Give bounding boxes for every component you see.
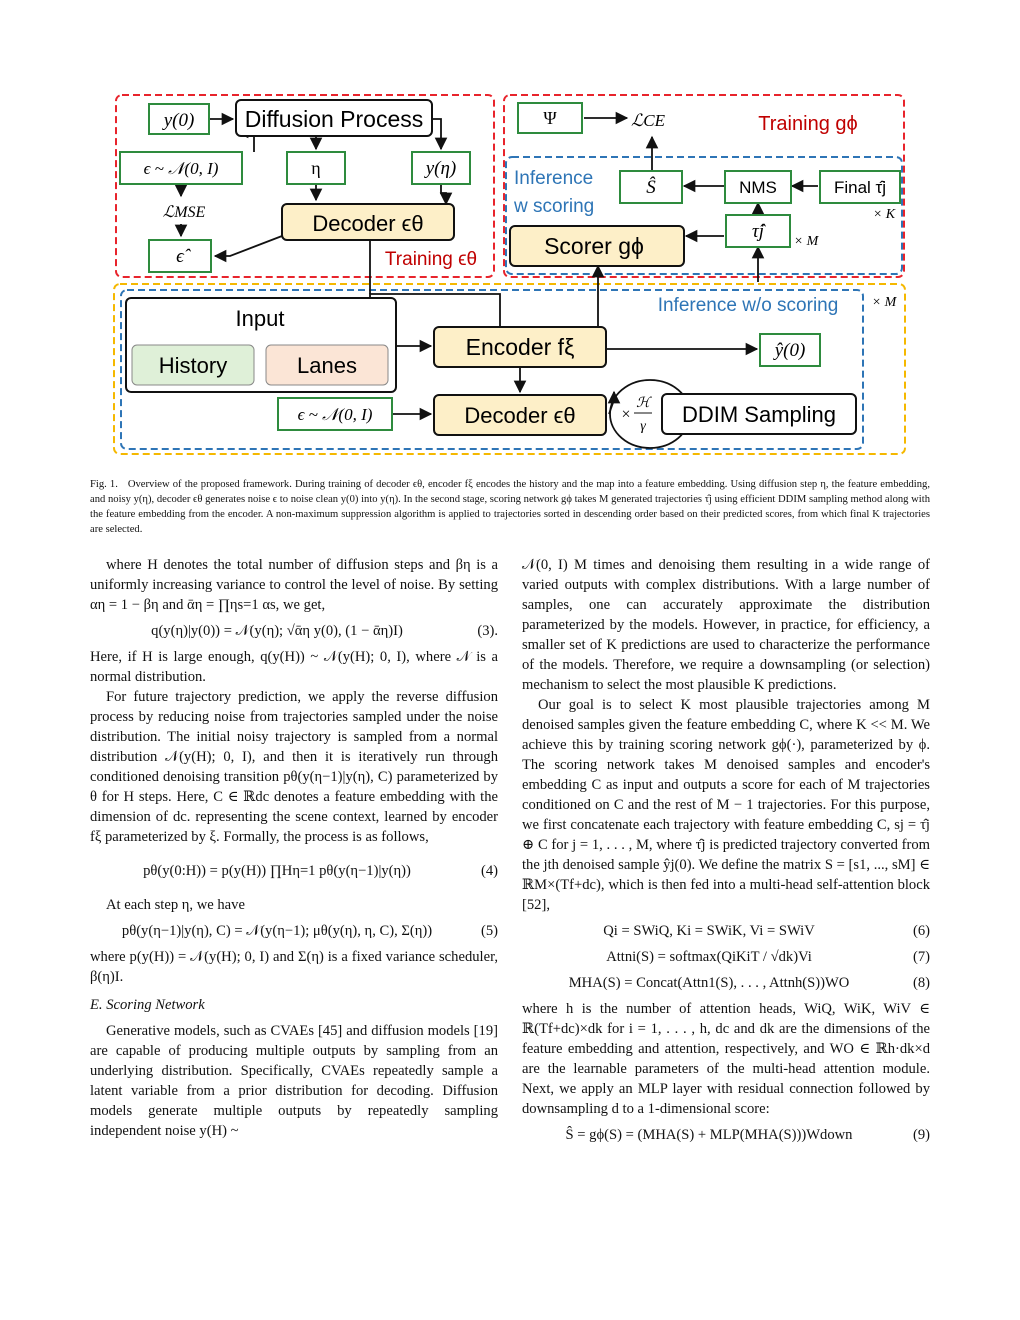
y0-label: y(0)	[162, 110, 195, 131]
s-hat-label: Ŝ	[646, 176, 656, 198]
figure-caption: Fig. 1.Overview of the proposed framewor…	[90, 477, 930, 537]
equation-8: MHA(S) = Concat(Attn1(S), . . . , Attnh(…	[522, 973, 930, 993]
inference-decoder-label: Decoder ϵθ	[464, 403, 575, 428]
inference-noscoring-label: Inference w/o scoring	[658, 295, 839, 316]
training-decoder-region	[115, 94, 495, 278]
equation-3: q(y(η)|y(0)) = 𝒩(y(η); √ᾱη y(0), (1 − ᾱη…	[90, 621, 498, 641]
y-eta-label: y(η)	[424, 158, 457, 179]
equation-8-body: MHA(S) = Concat(Attn1(S), . . . , Attnh(…	[568, 975, 850, 991]
nms-label: NMS	[739, 178, 777, 197]
equation-3-body: q(y(η)|y(0)) = 𝒩(y(η); √ᾱη y(0), (1 − ᾱη…	[151, 623, 403, 639]
scorer-label: Scorer gϕ	[544, 233, 644, 259]
inference-scoring-label-1: Inference	[514, 168, 593, 189]
equation-6-body: Qi = SWiQ, Ki = SWiK, Vi = SWiV	[603, 923, 815, 939]
loop-times-label: ×	[621, 406, 630, 423]
left-paragraph-4: At each step η, we have	[106, 897, 245, 913]
equation-5: pθ(y(η−1)|y(η), C) = 𝒩(y(η−1); μθ(y(η), …	[90, 921, 498, 941]
encoder-label: Encoder fξ	[466, 334, 575, 360]
right-paragraph-3: where h is the number of attention heads…	[522, 1001, 930, 1117]
final-trajectories-label: Final τ̂j	[834, 178, 886, 197]
right-paragraph-2: Our goal is to select K most plausible t…	[522, 697, 930, 913]
equation-7: Attni(S) = softmax(QiKiT / √dk)Vi (7)	[522, 947, 930, 967]
equation-9: Ŝ = gϕ(S) = (MHA(S) + MLP(MHA(S)))Wdown …	[522, 1125, 930, 1145]
eta-label: η	[311, 158, 320, 178]
left-paragraph-3: For future trajectory prediction, we app…	[90, 689, 498, 845]
loss-mse-label: ℒMSE	[163, 204, 206, 221]
times-k-label: × K	[873, 207, 896, 222]
training-decoder-title: Training ϵθ	[385, 249, 477, 270]
training-scorer-region	[503, 94, 905, 278]
left-paragraph-6: Generative models, such as CVAEs [45] an…	[90, 1023, 498, 1139]
times-m-outer-label: × M	[872, 295, 898, 310]
diffusion-process-label: Diffusion Process	[245, 106, 424, 132]
tau-hat-label: τ̂j	[752, 221, 767, 242]
equation-5-body: pθ(y(η−1)|y(η), C) = 𝒩(y(η−1); μθ(y(η), …	[121, 923, 433, 939]
caption-text: Overview of the proposed framework. Duri…	[90, 479, 930, 535]
left-column: where H denotes the total number of diff…	[90, 555, 498, 1141]
loop-fraction-denominator: γ	[640, 419, 646, 434]
right-column: 𝒩(0, I) M times and denoising them resul…	[522, 555, 930, 1151]
equation-4-number: (4)	[480, 863, 498, 879]
equation-7-body: Attni(S) = softmax(QiKiT / √dk)Vi	[606, 949, 812, 965]
inference-noscoring-region	[120, 289, 864, 450]
framework-figure: y(0) Diffusion Process ϵ ~ 𝒩(0, I) η y(η…	[113, 94, 906, 455]
history-label: History	[159, 353, 227, 378]
equation-8-number: (8)	[912, 975, 930, 991]
left-paragraph-1: where H denotes the total number of diff…	[90, 557, 498, 613]
equation-5-number: (5)	[480, 923, 498, 939]
times-m-scoring-label: × M	[794, 234, 820, 249]
noise-sample-label: ϵ ~ 𝒩(0, I)	[144, 159, 219, 178]
equation-9-body: Ŝ = gϕ(S) = (MHA(S) + MLP(MHA(S)))Wdown	[565, 1127, 853, 1143]
loss-ce-label: ℒCE	[631, 111, 666, 130]
lanes-label: Lanes	[297, 353, 357, 378]
equation-4-body: pθ(y(0:H)) = p(y(H)) ∏Hη=1 pθ(y(η−1)|y(η…	[143, 863, 411, 879]
ddim-sampling-label: DDIM Sampling	[682, 402, 836, 427]
loop-fraction-numerator: ℋ	[636, 396, 652, 411]
inference-outer-region	[113, 283, 906, 455]
y-hat-label: ŷ(0)	[773, 340, 806, 361]
left-paragraph-5: where p(y(H)) = 𝒩(y(H); 0, I) and Σ(η) i…	[90, 949, 498, 985]
training-decoder-label: Decoder ϵθ	[312, 211, 423, 236]
input-label: Input	[236, 306, 285, 331]
inference-scoring-label-2: w scoring	[513, 196, 594, 217]
right-paragraph-1: 𝒩(0, I) M times and denoising them resul…	[522, 557, 930, 693]
equation-3-number: (3).	[477, 623, 498, 639]
equation-6: Qi = SWiQ, Ki = SWiK, Vi = SWiV (6)	[522, 921, 930, 941]
left-paragraph-2: Here, if H is large enough, q(y(H)) ~ 𝒩(…	[90, 649, 498, 685]
inference-noise-label: ϵ ~ 𝒩(0, I)	[298, 405, 373, 424]
equation-4: pθ(y(0:H)) = p(y(H)) ∏Hη=1 pθ(y(η−1)|y(η…	[90, 861, 498, 881]
caption-label: Fig. 1.	[90, 479, 118, 490]
section-heading: E. Scoring Network	[90, 997, 205, 1013]
training-scorer-title: Training gϕ	[758, 113, 857, 135]
inference-scoring-region	[505, 156, 903, 275]
equation-6-number: (6)	[912, 923, 930, 939]
psi-label: Ψ	[543, 108, 557, 128]
equation-9-number: (9)	[912, 1127, 930, 1143]
equation-7-number: (7)	[912, 949, 930, 965]
